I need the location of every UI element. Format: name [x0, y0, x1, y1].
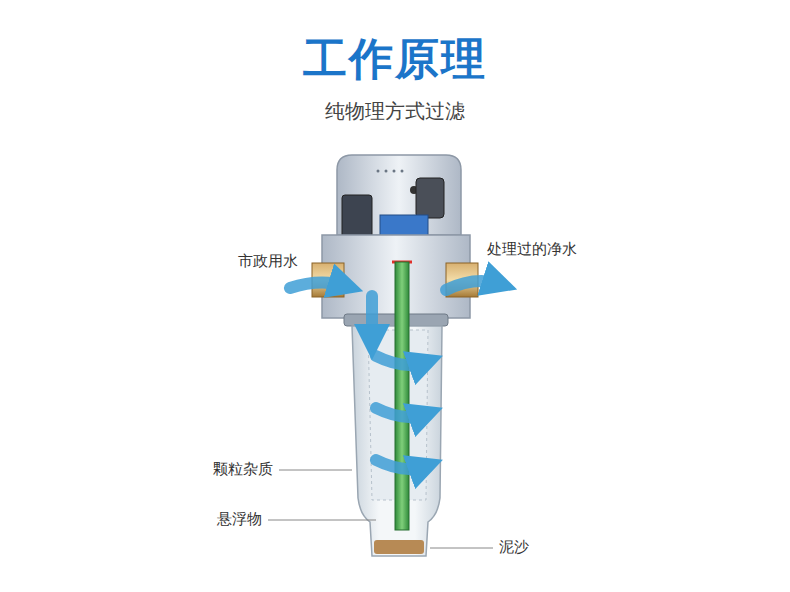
- title: 工作原理: [0, 30, 790, 89]
- part-label: 悬浮物: [217, 510, 262, 529]
- indicator-dots: [377, 170, 419, 195]
- subtitle: 纯物理方式过滤: [0, 98, 790, 125]
- center-tube: [395, 262, 409, 530]
- part-label: 泥沙: [499, 538, 529, 557]
- flow-arrows: [290, 281, 500, 469]
- sediment: [374, 540, 424, 554]
- part-label: 颗粒杂质: [213, 460, 273, 479]
- valve-block: [380, 215, 428, 237]
- part-label: 市政用水: [238, 252, 298, 271]
- leader-lines: [268, 470, 493, 548]
- part-label: 处理过的净水: [487, 240, 577, 259]
- solenoid: [416, 178, 444, 218]
